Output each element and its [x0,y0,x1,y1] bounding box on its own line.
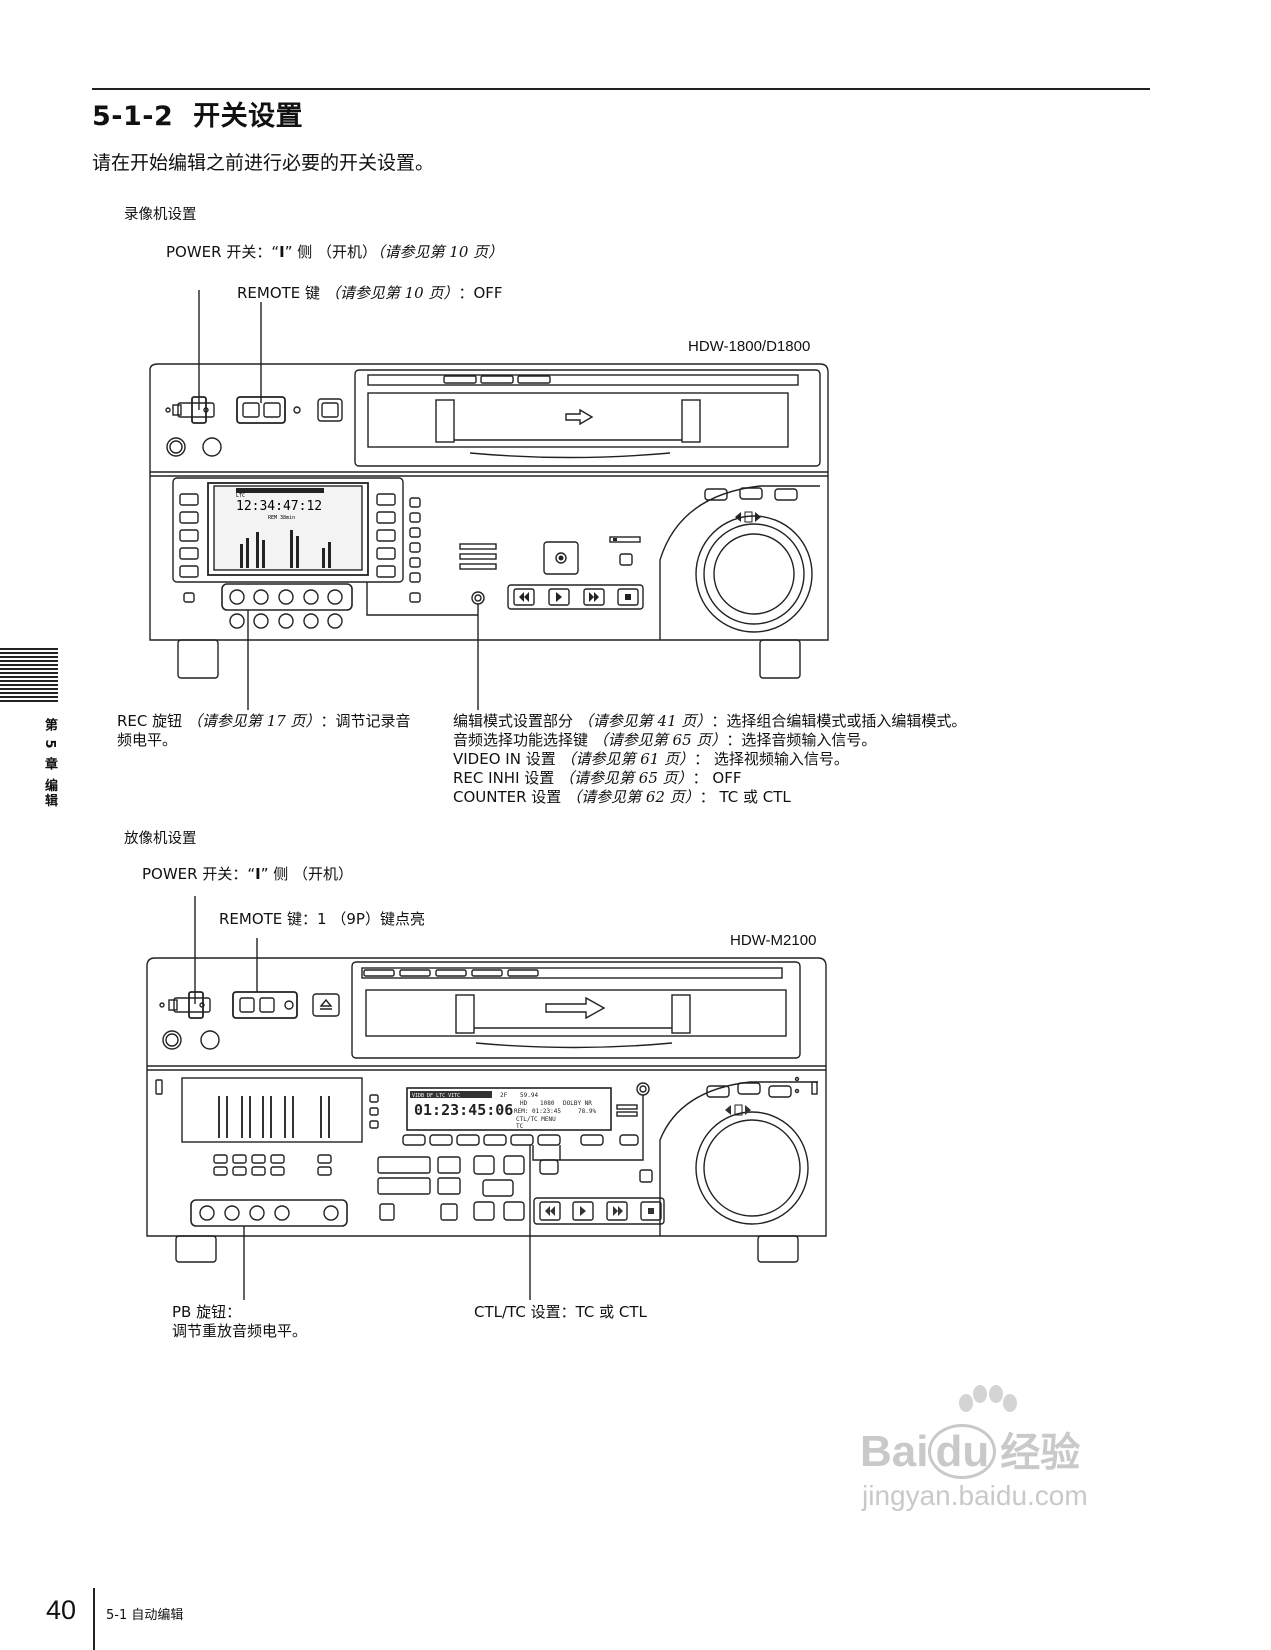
section-heading: 5-1-2 开关设置 [92,101,304,132]
player-lcd-field: 2F [500,1092,508,1099]
player-lcd-percent: 78.9% [578,1108,596,1115]
player-heading: 放像机设置 [124,831,197,847]
paw-icon [959,1385,1017,1412]
watermark-url: jingyan.baidu.com [862,1480,1088,1511]
player-lcd-freq: 59.94 [520,1092,538,1099]
edit-caption-line: 编辑模式设置部分 （请参见第 41 页）：选择组合编辑模式或插入编辑模式。 [453,712,967,730]
recorder-model-label: HDW-1800/D1800 [688,338,811,355]
player-lcd-nr: DOLBY NR [563,1100,592,1107]
footer-divider [93,1588,95,1650]
edit-caption-line: COUNTER 设置 （请参见第 62 页）： TC 或 CTL [453,788,791,806]
edit-caption-line: VIDEO IN 设置 （请参见第 61 页）： 选择视频输入信号。 [453,750,849,768]
edit-caption-line: REC INHI 设置 （请参见第 65 页）： OFF [453,769,742,787]
ctl-tc-caption: CTL/TC 设置：TC 或 CTL [474,1303,647,1321]
player-lcd-tags: VIDB DF LTC VITC [412,1093,460,1099]
header-rule [92,88,1150,90]
player-power-caption: POWER 开关：“I” 侧 （开机） [142,865,354,883]
chapter-tab-marks [0,648,58,708]
player-lcd-tc: TC [516,1123,524,1130]
intro-text: 请在开始编辑之前进行必要的开关设置。 [92,152,435,174]
rec-knob-caption: REC 旋钮 （请参见第 17 页）：调节记录音 频电平。 [117,712,411,749]
edit-mode-captions: 编辑模式设置部分 （请参见第 41 页）：选择组合编辑模式或插入编辑模式。 音频… [453,712,966,807]
recorder-lcd-mode: LTC [236,493,245,499]
player-lcd-rem: REM: 01:23:45 [514,1108,561,1115]
player-lcd-timecode: 01:23:45:06 [414,1101,513,1119]
recorder-lcd-timecode: 12:34:47:12 [236,499,322,514]
recorder-illustration: 12:34:47:12 LTC REM 38min [149,290,829,710]
player-lcd-lines: 1080 [540,1100,555,1107]
player-remote-caption: REMOTE 键：1 （9P）键点亮 [219,910,425,928]
edit-caption-line: 音频选择功能选择键 （请参见第 65 页）：选择音频输入信号。 [453,731,877,749]
recorder-heading: 录像机设置 [124,207,197,223]
recorder-remote-caption: REMOTE 键 （请参见第 10 页）：OFF [237,284,503,302]
page-number: 40 [46,1595,77,1625]
player-illustration: VIDB DF LTC VITC 2F 59.94 01:23:45:06 HD… [146,896,827,1300]
footer-text: 5-1 自动编辑 [106,1608,184,1623]
player-lcd-format: HD [520,1100,528,1107]
player-lcd-menu: CTL/TC MENU [516,1116,556,1123]
recorder-power-caption: POWER 开关：“I” 侧 （开机）（请参见第 10 页） [166,243,504,261]
chapter-tab-label: 第 5 章 编辑 [42,718,57,809]
recorder-lcd-rem: REM 38min [268,515,295,521]
pb-knob-caption: PB 旋钮：调节重放音频电平。 [172,1303,308,1340]
player-model-label: HDW-M2100 [730,932,817,949]
